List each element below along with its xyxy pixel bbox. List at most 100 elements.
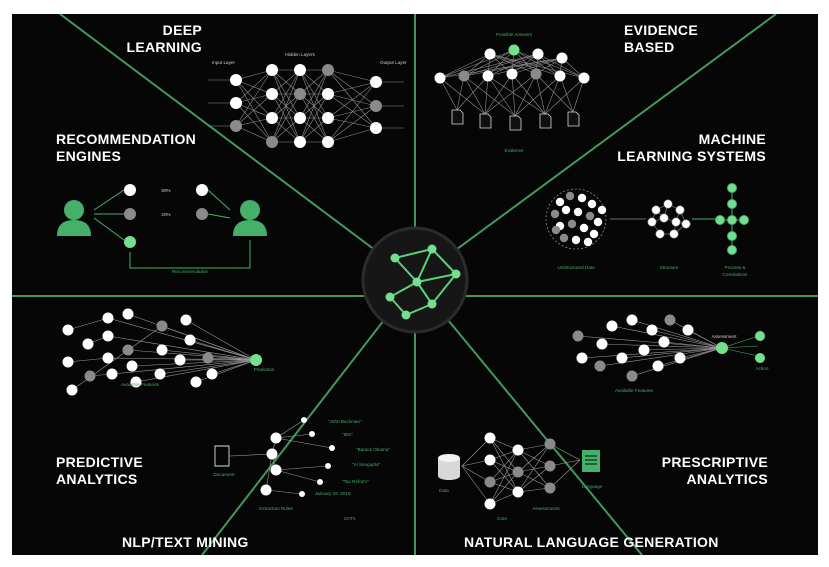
network-edge: [327, 81, 377, 143]
network-node: [638, 344, 650, 356]
title-predictive-analytics: PREDICTIVE ANALYTICS: [56, 454, 196, 488]
prescriptive-diagram: Available Features Assessment Action: [572, 314, 769, 393]
evidence-document-icon: [539, 113, 552, 129]
network-node: [532, 48, 544, 60]
network-node: [555, 197, 565, 207]
network-node: [301, 417, 307, 423]
title-recommendation-engines: RECOMMENDATION ENGINES: [56, 131, 236, 165]
network-node: [322, 88, 334, 100]
network-node: [66, 384, 78, 396]
evidence-document-icon: [451, 109, 464, 125]
network-node: [565, 191, 575, 201]
ml-correlations-label: Correlations: [723, 272, 748, 277]
diagonal-divider-bottom-left: [201, 279, 416, 555]
network-node: [594, 360, 606, 372]
network-edge: [271, 69, 301, 143]
network-node: [484, 476, 496, 488]
network-edge: [235, 79, 273, 143]
network-edge: [456, 75, 465, 111]
title-ml-line1: MACHINE: [698, 131, 766, 147]
network-node: [556, 52, 568, 64]
network-edge: [327, 105, 377, 143]
network-node: [206, 368, 218, 380]
deep-learning-network: Input Layer Hidden Layers Output Layer: [208, 52, 407, 148]
network-node: [156, 320, 168, 332]
network-node: [646, 324, 658, 336]
network-node: [585, 211, 595, 221]
rec-80-label: 80%: [161, 188, 170, 193]
pa-prediction-label: Prediction: [254, 367, 275, 372]
network-node: [715, 215, 725, 225]
network-edge: [517, 443, 551, 473]
network-node: [266, 136, 278, 148]
network-node: [106, 368, 118, 380]
network-node: [84, 370, 96, 382]
network-node: [544, 482, 556, 494]
network-edge: [235, 102, 273, 119]
network-edge: [127, 349, 257, 361]
network-node: [551, 225, 561, 235]
network-node: [589, 229, 599, 239]
network-node: [370, 122, 382, 134]
network-edge: [461, 465, 491, 505]
network-edge: [663, 341, 723, 349]
network-edge: [489, 449, 519, 483]
network-edge: [514, 75, 561, 117]
assessment-node: [716, 342, 728, 354]
network-edge: [211, 359, 257, 375]
nlg-core-label: Core: [497, 516, 507, 521]
network-edge: [489, 449, 519, 505]
network-node: [102, 330, 114, 342]
network-node: [554, 70, 566, 82]
network-edge: [487, 53, 539, 77]
network-node: [727, 231, 737, 241]
network-node: [682, 324, 694, 336]
network-node: [82, 338, 94, 350]
network-node: [512, 486, 524, 498]
network-edge: [299, 69, 329, 119]
network-edge: [235, 93, 273, 127]
network-edge: [235, 79, 273, 119]
network-edge: [577, 335, 723, 349]
network-node: [567, 219, 577, 229]
network-edge: [487, 75, 546, 115]
network-node: [174, 354, 186, 366]
network-node: [266, 112, 278, 124]
network-edge: [463, 49, 515, 77]
nlp-entity-5: "Tax Reform": [342, 479, 369, 484]
network-edge: [107, 335, 257, 361]
title-deep-learning: DEEP LEARNING: [122, 22, 202, 56]
network-edge: [275, 437, 333, 449]
network-node: [62, 356, 74, 368]
network-node: [572, 330, 584, 342]
network-edge: [107, 317, 257, 361]
network-node: [270, 464, 282, 476]
ps-action-label: Action: [756, 366, 769, 371]
network-node: [727, 215, 737, 225]
network-edge: [544, 75, 561, 115]
network-edge: [161, 325, 257, 361]
network-edge: [327, 117, 377, 129]
network-node: [512, 444, 524, 456]
network-node: [727, 245, 737, 255]
action-node: [755, 353, 765, 363]
title-predictive-line1: PREDICTIVE: [56, 454, 144, 470]
title-nlp-text-mining: NLP/TEXT MINING: [122, 534, 322, 551]
network-node: [727, 199, 737, 209]
network-edge: [487, 57, 563, 77]
nlp-rules-label: Extraction Rules: [259, 506, 293, 511]
diagonal-divider-top-right: [414, 14, 777, 281]
network-edge: [299, 69, 329, 95]
network-edge: [235, 69, 273, 81]
action-node: [755, 331, 765, 341]
network-node: [544, 460, 556, 472]
network-edge: [513, 49, 585, 79]
network-node: [681, 219, 691, 229]
network-edge: [327, 81, 377, 95]
nlp-diagram: Document Extraction Rules DATA "John Buc…: [214, 417, 390, 521]
network-edge: [275, 419, 305, 439]
network-node: [663, 199, 673, 209]
document-icon: [214, 445, 230, 467]
network-node: [506, 68, 518, 80]
predictive-diagram: Available Features Prediction: [62, 308, 275, 396]
